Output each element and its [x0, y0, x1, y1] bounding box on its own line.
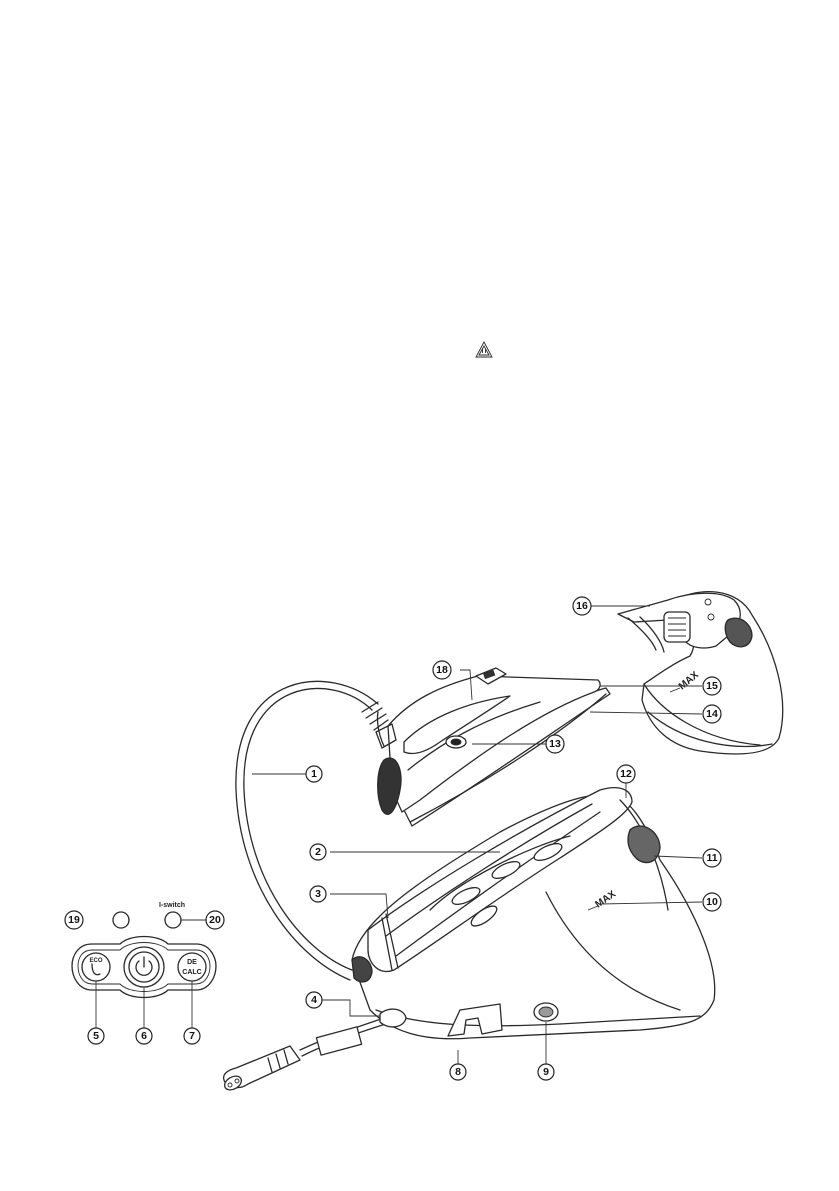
svg-text:1: 1 [311, 768, 317, 780]
warning-triangle-icon [475, 341, 493, 358]
callout-3: 3 [309, 885, 327, 903]
svg-text:13: 13 [549, 738, 561, 750]
callout-12: 12 [616, 764, 636, 784]
callout-14: 14 [702, 704, 722, 724]
svg-text:4: 4 [311, 994, 317, 1006]
callout-16: 16 [572, 596, 592, 616]
callout-2: 2 [309, 843, 327, 861]
callout-5: 5 [87, 1027, 105, 1045]
svg-text:9: 9 [543, 1066, 549, 1078]
indicator-light-19 [112, 911, 130, 929]
control-panel: I-switch ECO DE CALC [71, 902, 217, 1028]
callout-8: 8 [449, 1063, 467, 1081]
svg-text:18: 18 [436, 664, 448, 676]
callout-7: 7 [183, 1027, 201, 1045]
svg-text:2: 2 [315, 846, 321, 858]
power-cord-and-plug [222, 1008, 407, 1091]
svg-text:6: 6 [141, 1030, 147, 1042]
callout-19: 19 [64, 910, 84, 930]
svg-text:16: 16 [576, 600, 588, 612]
svg-text:3: 3 [315, 888, 321, 900]
eco-label: ECO [89, 958, 102, 964]
callout-9: 9 [537, 1063, 555, 1081]
removable-water-tank: MAX [617, 591, 784, 755]
callout-13: 13 [545, 734, 565, 754]
svg-text:14: 14 [706, 708, 718, 720]
svg-text:20: 20 [209, 914, 221, 926]
steam-hose [243, 687, 373, 971]
decalc-button[interactable] [177, 952, 207, 982]
svg-text:5: 5 [93, 1030, 99, 1042]
callout-15: 15 [702, 676, 722, 696]
base-station: MAX [351, 787, 716, 1040]
svg-text:11: 11 [706, 852, 717, 864]
callout-4: 4 [305, 991, 323, 1009]
svg-text:8: 8 [455, 1066, 461, 1078]
callout-1: 1 [305, 765, 323, 783]
decalc-de-label: DE [187, 959, 197, 966]
twister-light-20 [164, 911, 182, 929]
svg-text:7: 7 [189, 1030, 195, 1042]
leader-lines [252, 605, 703, 1064]
svg-text:19: 19 [68, 914, 80, 926]
svg-text:10: 10 [706, 896, 718, 908]
power-icon [135, 956, 153, 976]
callout-10: 10 [702, 892, 722, 912]
callout-6: 6 [135, 1027, 153, 1045]
callout-11: 11 [702, 848, 722, 868]
callout-20: 20 [205, 910, 225, 930]
twister-label: I-switch [159, 902, 185, 909]
svg-text:12: 12 [620, 768, 632, 780]
svg-text:15: 15 [706, 680, 718, 692]
callout-18: 18 [432, 660, 452, 680]
decalc-calc-label: CALC [182, 969, 201, 976]
